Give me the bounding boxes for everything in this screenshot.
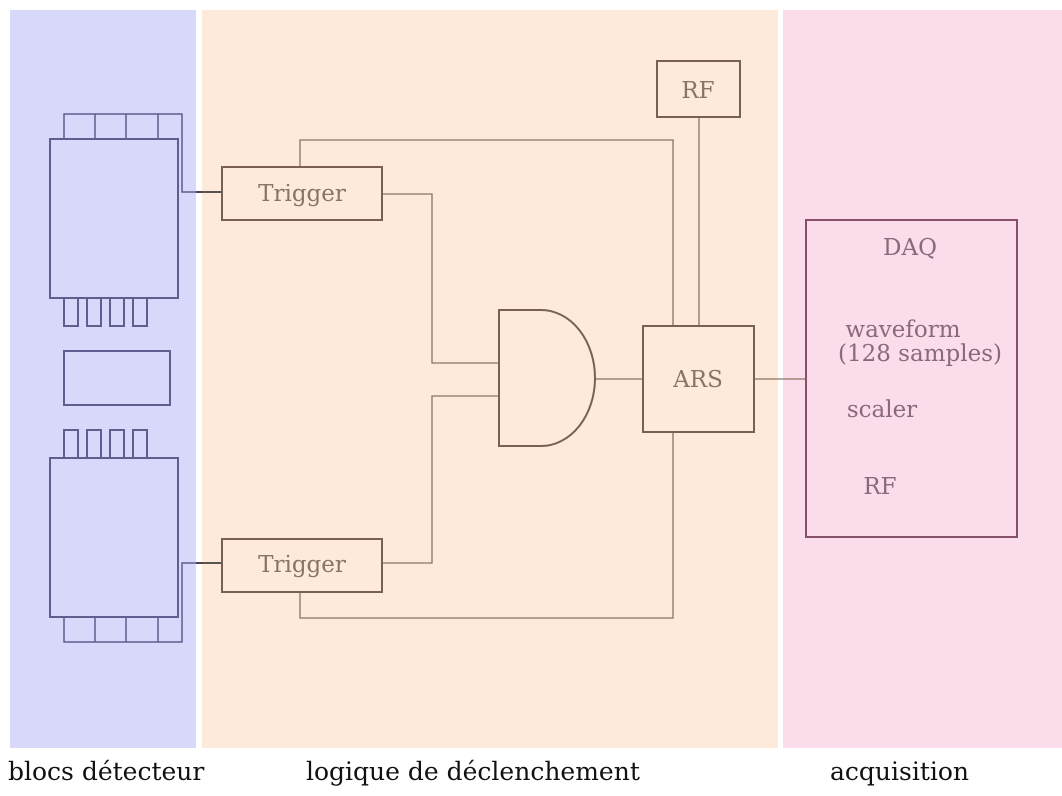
- rf-box-label: RF: [681, 78, 714, 104]
- ars-box: ARS: [642, 325, 755, 433]
- and-gate: [498, 309, 596, 447]
- trigger-bottom-label: Trigger: [258, 552, 346, 578]
- detector-zone: [10, 10, 196, 748]
- detector-block-top: [49, 113, 222, 327]
- logic-wires: [299, 117, 806, 619]
- rf-box: RF: [656, 60, 741, 118]
- trigger-top-box: Trigger: [221, 166, 383, 221]
- detector-top-body: [49, 138, 179, 299]
- daq-waveform: waveform: [845, 317, 960, 343]
- daq-title: DAQ: [883, 235, 937, 261]
- ars-box-label: ARS: [672, 367, 723, 393]
- daq-rf: RF: [863, 474, 896, 500]
- daq-scaler: scaler: [847, 397, 917, 423]
- acquisition-zone-label: acquisition: [830, 757, 970, 786]
- trigger-top-label: Trigger: [258, 181, 346, 207]
- detector-block-bottom: [49, 429, 222, 643]
- logic-zone-label: logique de déclenchement: [306, 757, 640, 786]
- daq-waveform-samples: (128 samples): [838, 341, 1002, 367]
- detector-zone-label: blocs détecteur: [8, 757, 205, 786]
- trigger-bottom-box: Trigger: [221, 538, 383, 593]
- detector-middle-block: [63, 350, 171, 406]
- acquisition-zone: [783, 10, 1062, 748]
- daq-box: DAQ waveform (128 samples) scaler RF: [805, 219, 1018, 538]
- logic-zone: [202, 10, 778, 748]
